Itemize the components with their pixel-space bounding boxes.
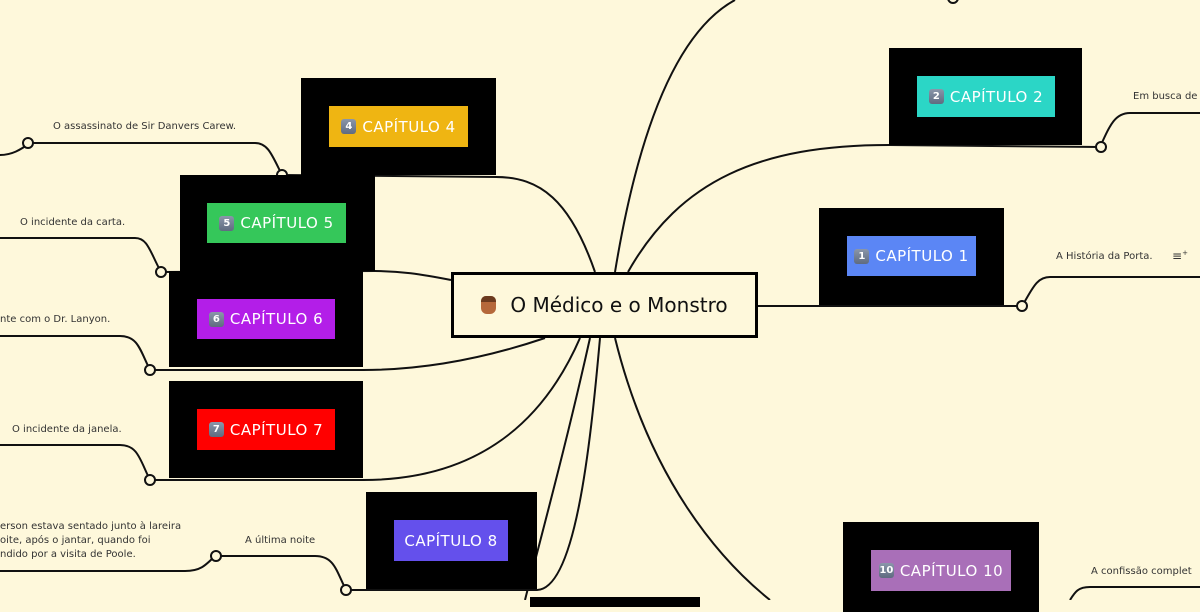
detail-line: oite, após o jantar, quando foi [0,535,151,546]
subtopic-cap10[interactable]: A confissão complet [1091,566,1192,577]
chapter-5-node[interactable]: 5 CAPÍTULO 5 [180,175,375,271]
keycap-6-icon: 6 [208,311,224,327]
keycap-10-icon: 10 [878,563,894,578]
chapter-5-label: CAPÍTULO 5 [240,214,334,232]
keycap-7-icon: 7 [208,422,224,437]
subtopic-cap6[interactable]: nte com o Dr. Lanyon. [0,314,111,325]
chapter-10-node[interactable]: 10 CAPÍTULO 10 [843,522,1039,612]
angry-face-icon [481,296,497,314]
subtopic-cap5[interactable]: O incidente da carta. [20,217,126,228]
keycap-1-icon: 1 [854,248,870,264]
chapter-6-label: CAPÍTULO 6 [229,310,324,328]
chapter-2-node[interactable]: 2 CAPÍTULO 2 [889,48,1082,145]
chapter-2-label: CAPÍTULO 2 [949,87,1044,106]
chapter-6-node[interactable]: 6 CAPÍTULO 6 [169,271,363,367]
detail-line: erson estava sentado junto à lareira [0,521,182,532]
chapter-9-node-partial[interactable] [530,597,700,607]
chapter-7-label: CAPÍTULO 7 [229,420,324,439]
detail-line: ndido por a visita de Poole. [0,549,136,560]
note-icon[interactable]: ≡+ [1172,249,1188,263]
chapter-8-node[interactable]: CAPÍTULO 8 [366,492,537,589]
chapter-8-label: CAPÍTULO 8 [404,531,498,550]
chapter-10-label: CAPÍTULO 10 [899,561,1004,580]
subtopic-cap1[interactable]: A História da Porta. [1056,251,1153,262]
chapter-1-node[interactable]: 1 CAPÍTULO 1 [819,208,1004,305]
chapter-1-label: CAPÍTULO 1 [875,247,969,265]
detail-cap8[interactable]: erson estava sentado junto à lareira oit… [0,520,181,562]
chapter-7-node[interactable]: 7 CAPÍTULO 7 [169,381,363,478]
subtopic-cap4[interactable]: O assassinato de Sir Danvers Carew. [53,121,237,132]
subtopic-cap7[interactable]: O incidente da janela. [12,424,122,435]
chapter-4-node[interactable]: 4 CAPÍTULO 4 [301,78,496,175]
keycap-5-icon: 5 [219,215,235,231]
subtopic-cap8[interactable]: A última noite [245,535,316,546]
keycap-2-icon: 2 [928,89,944,104]
central-topic[interactable]: O Médico e o Monstro [451,272,758,338]
chapter-4-label: CAPÍTULO 4 [362,117,456,136]
subtopic-cap2[interactable]: Em busca de [1133,91,1198,102]
keycap-4-icon: 4 [341,119,357,134]
central-topic-title: O Médico e o Monstro [510,293,728,317]
